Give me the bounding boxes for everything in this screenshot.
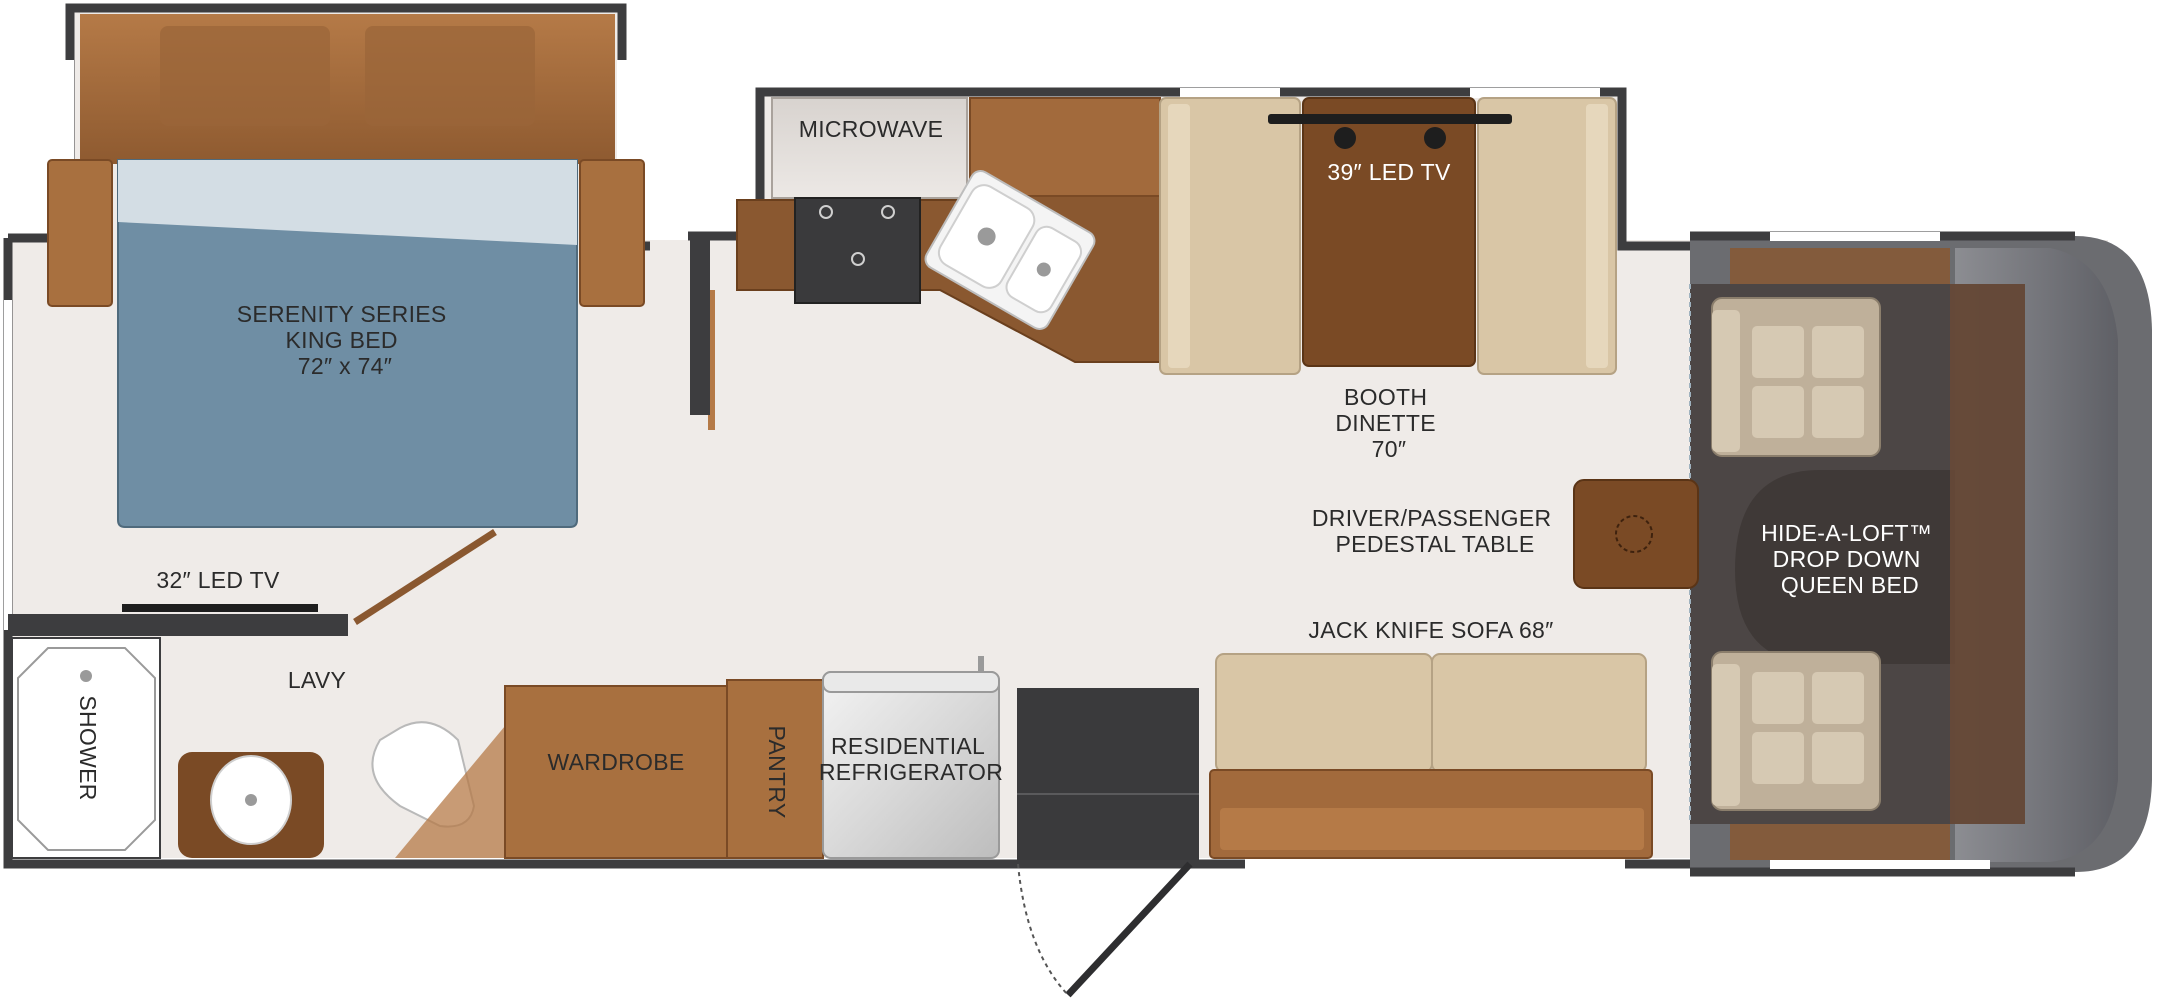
refrigerator-line-1: RESIDENTIAL [831,733,985,759]
pedestal-table-label: DRIVER/PASSENGER PEDESTAL TABLE [1312,505,1558,557]
sofa-cushion [1215,653,1433,773]
burner [819,205,833,219]
booth-dinette-line-1: BOOTH [1344,384,1427,410]
entry-door [1065,861,1193,998]
driver-seat [1711,297,1881,457]
sofa-label: JACK KNIFE SOFA 68″ [1308,617,1553,643]
dinette-bench [1159,97,1301,375]
refrigerator-label: RESIDENTIAL REFRIGERATOR [819,733,1003,785]
refrigerator-line-2: REFRIGERATOR [819,759,1003,785]
pedestal-table [1573,479,1699,589]
labels: MICROWAVE 39″ LED TV SERENITY SERIES KIN… [75,116,1939,819]
hide-a-loft-line-3: QUEEN BED [1781,572,1919,598]
booth-dinette-line-3: 70″ [1372,436,1407,462]
windows [4,60,1990,869]
tv-32-label: 32″ LED TV [156,567,280,593]
microwave-label: MICROWAVE [799,116,944,142]
bathroom [8,604,505,859]
bedroom [47,14,715,625]
closet-door [708,290,715,430]
dinette-table [1302,97,1476,367]
console-top [1730,248,1950,284]
shower-label: SHOWER [75,695,101,800]
dinette-bench [1477,97,1617,375]
pillow [365,26,535,126]
king-bed-line-3: 72″ x 74″ [298,353,392,379]
sink [924,170,1096,330]
hide-a-loft-line-2: DROP DOWN [1773,546,1921,572]
pantry [726,679,824,859]
tv-39-label: 39″ LED TV [1327,159,1451,185]
entry-door-swing [1017,863,1069,996]
king-bed [117,159,578,528]
pedestal-line-1: DRIVER/PASSENGER [1312,505,1552,531]
microwave [771,97,968,199]
booth-dinette [1159,97,1617,375]
booth-dinette-label: BOOTH DINETTE 70″ [1335,384,1442,462]
upper-cabinet [969,97,1161,197]
bath-door-swing [395,726,505,858]
cooktop [794,197,921,304]
pedestal-post [1615,515,1653,553]
burner [851,252,865,266]
storage-row [504,656,1000,859]
entry [1017,688,1199,998]
shower-drain [80,670,92,682]
pantry-label: PANTRY [764,726,790,819]
closet-wall [690,240,710,415]
king-bed-line-1: SERENITY SERIES [237,301,447,327]
wardrobe-label: WARDROBE [548,749,685,775]
nightstand-left [47,159,113,307]
sofa-cushion [1431,653,1647,773]
pillow [160,26,330,126]
tv-39-bar [1268,114,1512,124]
entry-step [1017,688,1199,860]
pedestal-line-2: PEDESTAL TABLE [1336,531,1535,557]
hide-a-loft-label: HIDE-A-LOFT™ DROP DOWN QUEEN BED [1761,520,1939,598]
nightstand-right [579,159,645,307]
wardrobe [504,685,728,859]
king-bed-line-2: KING BED [285,327,397,353]
bath-wall [8,614,348,636]
burner [881,205,895,219]
bedroom-door [353,529,497,625]
booth-dinette-line-2: DINETTE [1335,410,1436,436]
lavy-label: LAVY [288,667,346,693]
jack-knife-sofa [1209,653,1653,859]
king-bed-label: SERENITY SERIES KING BED 72″ x 74″ [237,301,454,379]
bed-sheet-fold [118,160,577,245]
tv-32 [122,604,318,612]
hide-a-loft-line-1: HIDE-A-LOFT™ [1761,520,1932,546]
galley [736,97,1161,363]
passenger-seat [1711,651,1881,811]
console-bottom [1730,824,1950,860]
